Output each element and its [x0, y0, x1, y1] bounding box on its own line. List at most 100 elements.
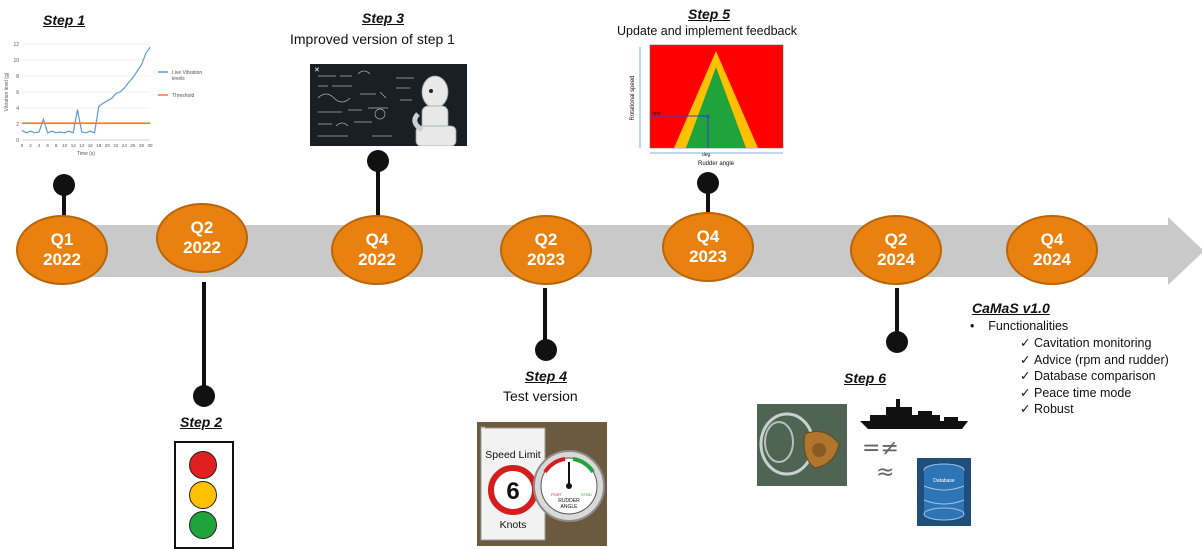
x-tick-label: 16 [88, 143, 94, 148]
x-tick-label: 2 [29, 143, 32, 148]
milestone-q2-2023: Q2 2023 [500, 215, 592, 285]
step6-connector [895, 288, 899, 334]
y-tick-label: 8 [16, 74, 19, 80]
milestone-q4-2023: Q4 2023 [662, 212, 754, 282]
checkmark-icon: ✓ [1020, 385, 1031, 400]
milestone-q2-2022: Q2 2022 [156, 203, 248, 273]
vibration-series-line [21, 46, 151, 134]
x-tick-label: 10 [62, 143, 68, 148]
y-tick-label: 2 [16, 122, 19, 128]
not-equal-icon: ≠ [880, 436, 899, 461]
step1-dot [53, 174, 75, 196]
camas-bullet-label: Functionalities [988, 319, 1069, 333]
svg-text:✳: ✳ [705, 113, 711, 121]
milestone-year: 2023 [527, 250, 565, 269]
green-light-icon [189, 511, 217, 539]
x-tick-label: 0 [21, 143, 24, 148]
rotational-speed-axis-label: Rotational speed [630, 75, 636, 120]
checkmark-icon: ✓ [1020, 402, 1031, 416]
milestone-quarter: Q4 [1040, 230, 1064, 249]
ai-robot-math-image: ✕ [310, 64, 467, 146]
rpm-marker-label: rpm [652, 111, 661, 117]
camas-item-label: Database comparison [1034, 369, 1156, 383]
milestone-year: 2022 [43, 250, 81, 269]
x-tick-label: 6 [46, 143, 49, 148]
camas-item: ✓Robust [1020, 401, 1169, 418]
x-tick-label: 22 [113, 143, 119, 148]
amber-light-icon [189, 481, 217, 509]
camas-item: ✓Advice (rpm and rudder) [1020, 352, 1169, 369]
camas-item-label: Advice (rpm and rudder) [1034, 352, 1169, 367]
x-tick-label: 12 [71, 143, 77, 148]
camas-bullet: • Functionalities [970, 319, 1069, 333]
step3-connector [376, 164, 380, 218]
propeller-cavitation-image [757, 404, 847, 486]
legend-label: Live Vibration [172, 70, 202, 76]
step4-connector [543, 288, 547, 344]
step5-dot [697, 172, 719, 194]
database-label: Database [933, 478, 955, 484]
step2-title: Step 2 [180, 414, 223, 430]
gauge-label: ANGLE [561, 504, 579, 510]
step5-title: Step 5 [688, 6, 731, 22]
y-tick-label: 12 [13, 42, 19, 48]
x-tick-label: 18 [96, 143, 102, 148]
step4-title: Step 4 [525, 368, 568, 384]
checkmark-icon: ✓ [1020, 369, 1031, 383]
step1-connector [62, 185, 66, 225]
milestone-year: 2023 [689, 247, 727, 266]
legend-label: Threshold [172, 93, 194, 99]
milestone-quarter: Q2 [190, 218, 214, 237]
svg-text:✕: ✕ [314, 66, 320, 74]
y-tick-label: 4 [16, 106, 19, 112]
milestone-q2-2024: Q2 2024 [850, 215, 942, 285]
speed-limit-unit: Knots [500, 519, 527, 531]
milestone-q4-2022: Q4 2022 [331, 215, 423, 285]
rudder-angle-axis-label: Rudder angle [698, 161, 735, 167]
milestone-quarter: Q4 [365, 230, 389, 249]
x-axis-label: Time (s) [77, 151, 95, 157]
checkmark-icon: ✓ [1020, 336, 1031, 350]
step3-dot [367, 150, 389, 172]
x-tick-label: 8 [55, 143, 58, 148]
gauge-port-label: PORT [551, 492, 563, 497]
step4-dot [535, 339, 557, 361]
x-tick-label: 28 [139, 143, 145, 148]
camas-item-label: Robust [1034, 402, 1074, 416]
x-tick-label: 4 [38, 143, 41, 148]
camas-item: ✓Database comparison [1020, 368, 1169, 385]
milestone-quarter: Q2 [534, 230, 558, 249]
speed-limit-label: Speed Limit [485, 449, 541, 461]
gauge-stbd-label: STBD [581, 492, 592, 497]
step5-subtitle: Update and implement feedback [617, 24, 797, 38]
speed-limit-and-rudder-gauge-image: Speed Limit 6 Knots RUDDER ANGLE PORT ST… [477, 422, 607, 546]
y-tick-label: 0 [16, 138, 19, 144]
timeline-arrow-head [1168, 217, 1202, 285]
milestone-quarter: Q1 [50, 230, 74, 249]
step1-title: Step 1 [43, 12, 86, 28]
milestone-quarter: Q2 [884, 230, 908, 249]
milestone-year: 2022 [183, 238, 221, 257]
x-tick-label: 14 [79, 143, 85, 148]
comparison-symbols: =≠ [862, 438, 899, 460]
x-tick-label: 24 [122, 143, 128, 148]
approx-symbol: ≈ [876, 460, 895, 485]
milestone-q1-2022: Q1 2022 [16, 215, 108, 285]
database-icon: Database [917, 458, 971, 526]
milestone-quarter: Q4 [696, 227, 720, 246]
milestone-year: 2022 [358, 250, 396, 269]
red-light-icon [189, 451, 217, 479]
x-tick-label: 30 [147, 143, 153, 148]
camas-item: ✓Peace time mode [1020, 385, 1169, 402]
y-tick-label: 6 [16, 90, 19, 96]
deg-marker-label: deg [702, 152, 711, 158]
step2-connector [202, 282, 206, 386]
milestone-year: 2024 [877, 250, 915, 269]
y-axis-label: Vibration level (g) [4, 72, 10, 111]
camas-item-label: Cavitation monitoring [1034, 336, 1152, 350]
milestone-q4-2024: Q4 2024 [1006, 215, 1098, 285]
camas-item: ✓Cavitation monitoring [1020, 335, 1169, 352]
step5-speed-angle-diagram: ✳ rpm deg Rudder angle Rotational speed [630, 44, 784, 167]
checkmark-icon: ✓ [1020, 352, 1031, 367]
